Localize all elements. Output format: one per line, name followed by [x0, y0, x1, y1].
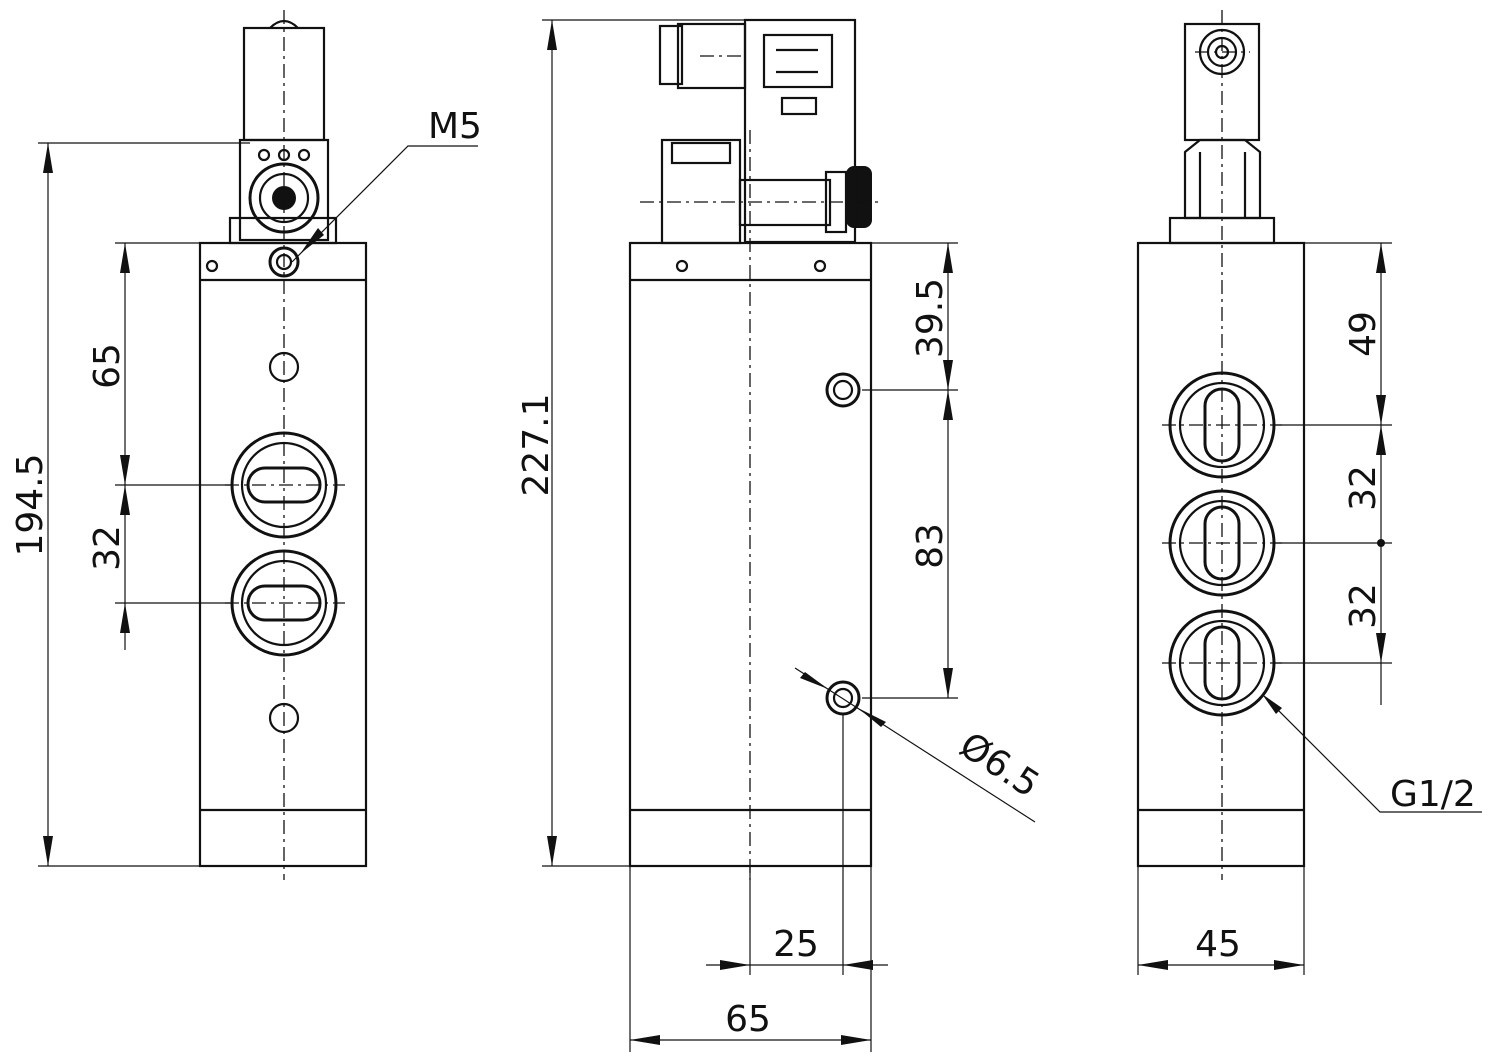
front-view — [198, 10, 368, 880]
back-dimensions — [1137, 242, 1482, 975]
side-mount-screw-2 — [813, 259, 827, 273]
dim-back-thread: G1/2 — [1390, 774, 1476, 815]
back-view — [1136, 10, 1306, 880]
dim-side-width: 65 — [725, 999, 771, 1040]
side-mount-screw-1 — [675, 259, 689, 273]
dim-side-hole-pitch: 83 — [910, 523, 951, 569]
side-dimensions — [542, 19, 1036, 1052]
dim-side-total-height: 227.1 — [516, 393, 557, 496]
front-pilot-screw-1 — [257, 148, 271, 162]
dim-front-top-to-port: 65 — [87, 343, 128, 389]
dim-front-thread: M5 — [428, 106, 482, 147]
side-cable-gland — [676, 22, 747, 90]
dim-back-width: 45 — [1195, 924, 1241, 965]
front-pilot-core — [272, 186, 296, 210]
side-mount-hole-upper — [825, 372, 861, 408]
side-pilot-block — [660, 138, 742, 245]
front-dimensions — [38, 142, 478, 867]
dim-front-total-height: 194.5 — [10, 453, 51, 556]
back-valve-body — [1136, 241, 1306, 868]
side-view — [628, 18, 880, 880]
dim-side-hole-offset: 25 — [773, 924, 819, 965]
dim-back-port-pitch-1: 32 — [1343, 465, 1384, 511]
side-connector-face — [762, 33, 834, 89]
dim-side-hole-diameter: Ø6.5 — [952, 725, 1046, 806]
dim-back-port-pitch-2: 32 — [1343, 583, 1384, 629]
front-pilot-base — [228, 216, 338, 245]
front-valve-body — [198, 241, 368, 868]
front-mount-screw — [205, 259, 219, 273]
front-pilot-screw-3 — [297, 148, 311, 162]
dim-back-top-to-port: 49 — [1343, 311, 1384, 357]
dim-front-port-pitch: 32 — [87, 525, 128, 571]
dim-side-top-to-hole: 39.5 — [910, 278, 951, 358]
side-solenoid-coil — [743, 18, 857, 244]
side-lock-nut — [846, 166, 872, 228]
